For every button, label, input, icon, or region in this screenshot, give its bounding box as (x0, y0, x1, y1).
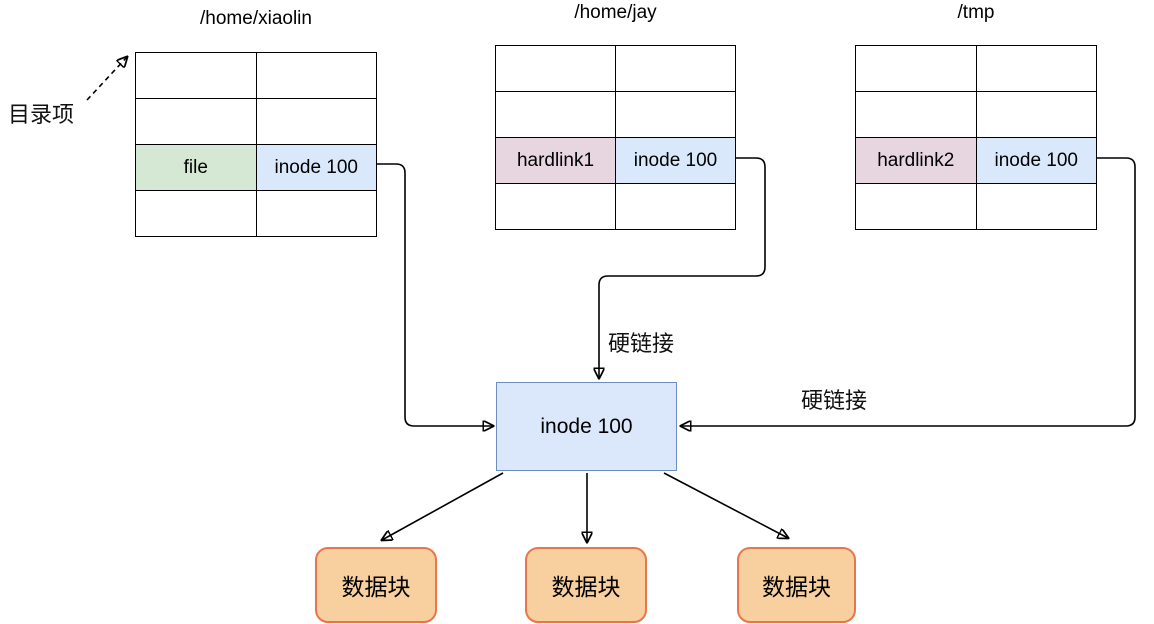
table-row (495, 45, 736, 92)
entry-inode-cell: inode 100 (615, 137, 736, 184)
entry-inode-cell: inode 100 (255, 144, 377, 191)
table-row: hardlink2 inode 100 (855, 137, 1097, 184)
arrow-inode-to-datablock-3 (663, 472, 788, 538)
arrow-inode-to-datablock-1 (382, 472, 504, 540)
table-row (495, 91, 736, 138)
table-row (135, 52, 377, 99)
entry-inode-cell: inode 100 (975, 137, 1097, 184)
table-row: file inode 100 (135, 144, 377, 191)
inode-box: inode 100 (496, 382, 677, 471)
directory-table-home-jay: hardlink1 inode 100 (495, 45, 736, 230)
data-block-3: 数据块 (737, 547, 856, 623)
entry-name-cell: hardlink2 (855, 137, 977, 184)
table-title-home-jay: /home/jay (574, 2, 657, 23)
table-row (135, 98, 377, 145)
table-title-tmp: /tmp (957, 2, 995, 23)
table-row (855, 91, 1097, 138)
entry-name-cell: hardlink1 (495, 137, 616, 184)
directory-entry-label: 目录项 (8, 102, 75, 127)
arrow-file-to-inode (377, 163, 493, 426)
data-block-1: 数据块 (315, 547, 437, 623)
table-row (855, 45, 1097, 92)
table-row: hardlink1 inode 100 (495, 137, 736, 184)
table-title-home-xiaolin: /home/xiaolin (200, 8, 312, 29)
hardlink-label-top: 硬链接 (608, 331, 675, 356)
data-block-2: 数据块 (525, 547, 647, 623)
directory-table-home-xiaolin: file inode 100 (135, 52, 377, 237)
directory-entry-pointer-arrow (86, 57, 127, 101)
entry-name-cell: file (135, 144, 257, 191)
directory-table-tmp: hardlink2 inode 100 (855, 45, 1097, 230)
table-row (135, 190, 377, 237)
table-row (495, 183, 736, 230)
hardlink-label-right: 硬链接 (801, 388, 868, 413)
table-row (855, 183, 1097, 230)
